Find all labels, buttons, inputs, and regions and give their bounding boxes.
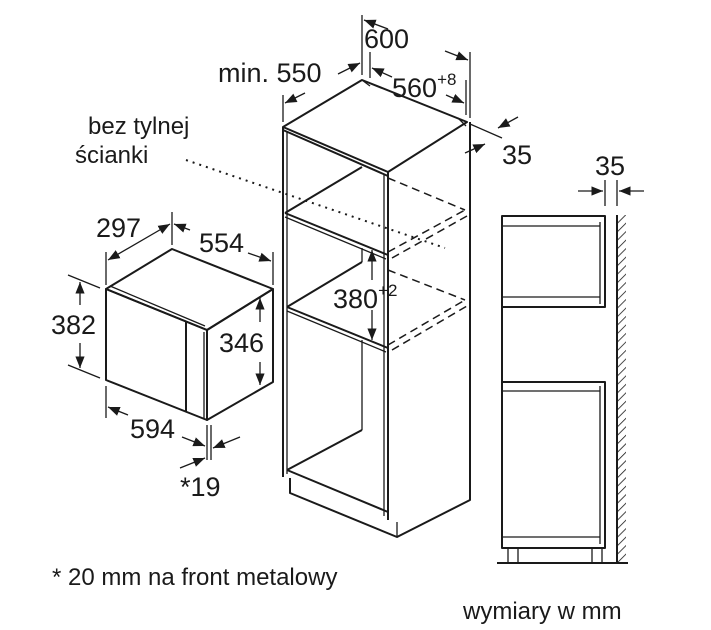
niche-height-label: 380+2 xyxy=(333,281,397,314)
cabinet-depth-label: min. 550 xyxy=(218,58,322,88)
appliance-depth-label: 297 xyxy=(96,213,141,243)
appliance-width-label: 594 xyxy=(130,414,175,444)
no-back-label-line2: ścianki xyxy=(75,142,148,169)
side-gap-label: 35 xyxy=(595,151,625,181)
appliance-body-height-label: 346 xyxy=(219,328,264,358)
footnote: * 20 mm na front metalowy xyxy=(52,564,337,591)
front-thickness-label: *19 xyxy=(180,472,221,502)
niche-width-label: 560+8 xyxy=(392,70,456,103)
cabinet-width-label: 600 xyxy=(364,24,409,54)
side-view-drawing xyxy=(497,180,644,564)
no-back-label-line1: bez tylnej xyxy=(88,113,189,140)
top-gap-label: 35 xyxy=(502,140,532,170)
appliance-drawing xyxy=(67,212,274,469)
units-note: wymiary w mm xyxy=(462,598,622,625)
appliance-height-label: 382 xyxy=(51,310,96,340)
cabinet-drawing xyxy=(282,15,519,538)
appliance-body-width-label: 554 xyxy=(199,228,244,258)
